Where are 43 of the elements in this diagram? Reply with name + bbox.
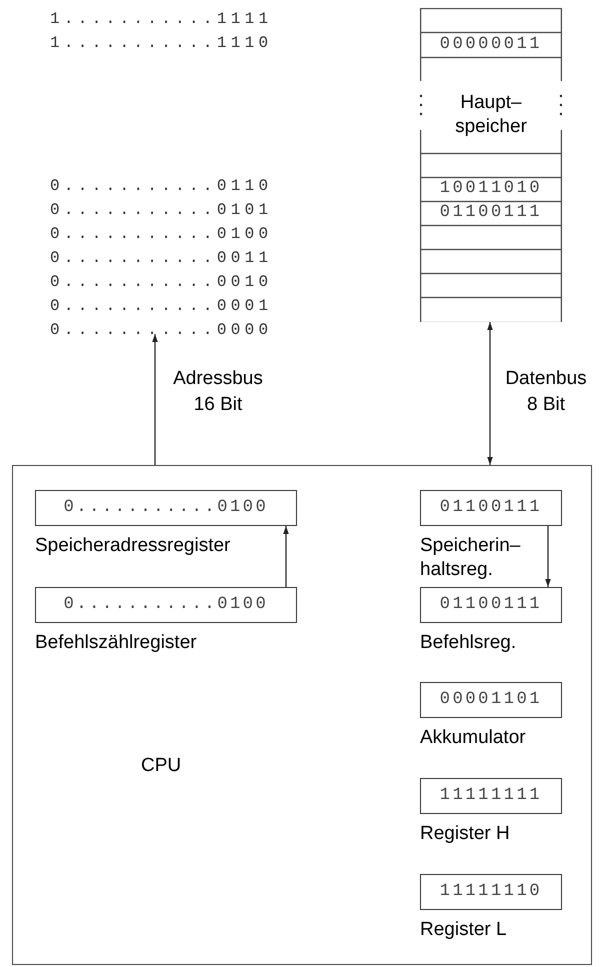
register-label: Akkumulator [420,726,527,750]
register-label: Register L [420,918,508,942]
register-box [420,778,562,814]
arrow [487,322,493,465]
memory-address: 0...........0100 [50,224,272,245]
cpu-box [12,465,592,965]
register-value: 00001101 [440,689,542,712]
cpu-label: CPU [141,754,182,778]
register-value: 11111110 [440,881,542,904]
register-box [35,587,297,623]
edge-label: Datenbus 8 Bit [504,367,588,417]
register-value: 01100111 [440,497,542,520]
register-label: Speicherin– haltsreg. [420,534,522,582]
register-box [420,682,562,718]
edge-label: Adressbus 16 Bit [172,367,264,417]
memory-label: Haupt– speicher [454,91,528,139]
memory-address: 0...........0101 [50,200,272,221]
register-box [420,490,562,526]
register-box [35,490,297,526]
memory-address: 0...........0001 [50,296,272,317]
memory-value: 10011010 [440,178,542,200]
arrow [152,334,158,465]
register-label: Register H [420,822,511,846]
memory-address: 0...........0000 [50,320,272,341]
memory-value: 01100111 [440,202,542,224]
register-value: 01100111 [440,594,542,616]
register-value: 0...........0100 [64,497,268,520]
arrow [545,526,551,587]
memory-column [420,8,562,322]
register-value: 11111111 [440,785,542,808]
register-label: Speicheradressregister [35,534,232,558]
register-value: 0...........0100 [64,594,268,616]
register-label: Befehlszählregister [35,631,198,655]
register-label: Befehlsreg. [420,631,518,655]
register-box [420,874,562,910]
memory-value: 00000011 [440,34,542,56]
arrow [283,526,289,587]
register-box [420,587,562,623]
memory-address: 1...........1111 [50,9,272,30]
memory-address: 1...........1110 [50,33,272,54]
memory-address: 0...........0110 [50,176,272,197]
memory-address: 0...........0010 [50,272,272,293]
memory-address: 0...........0011 [50,248,272,269]
